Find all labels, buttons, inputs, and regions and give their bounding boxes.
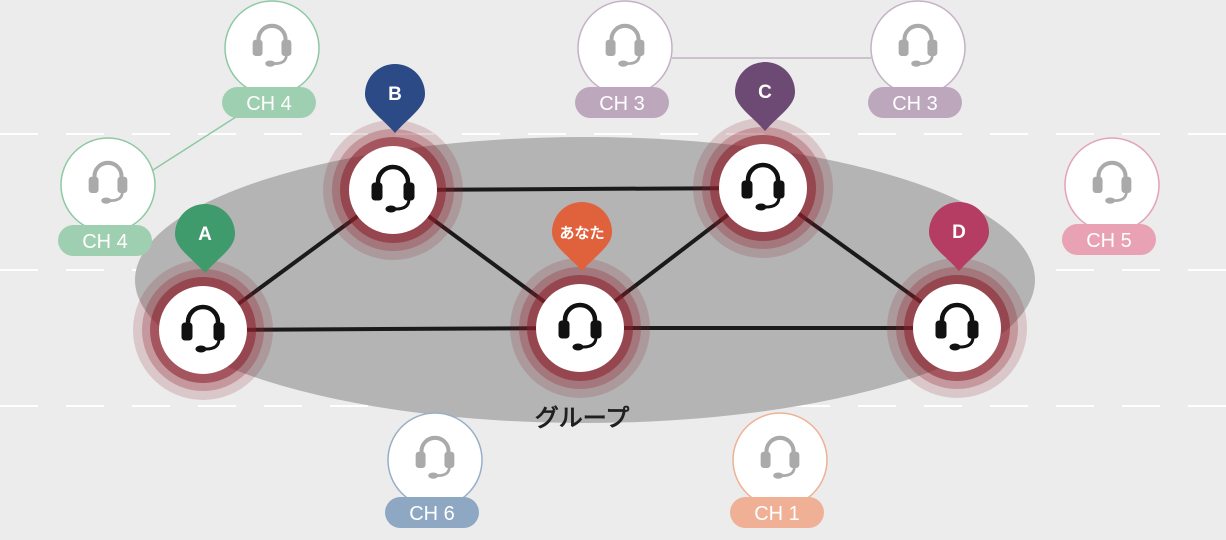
member-C: C [693,62,833,258]
channel-badge [730,497,824,528]
channel-label: CH 3 [892,93,938,115]
rider-circle [732,412,828,508]
member-pin [735,62,795,131]
rider-circle [870,0,966,96]
member-circle [159,286,247,374]
member-pin [365,64,425,133]
member-circle [913,284,1001,372]
channel-badge [58,225,152,256]
rider-circle [224,0,320,96]
rider-ch6: CH 6 [385,412,483,528]
member-pin-label: A [198,224,212,245]
channel-label: CH 4 [82,231,128,253]
rider-ch4-top: CH 4 [222,0,320,118]
rider-circle [60,137,156,233]
channel-badge [575,87,669,118]
member-pin-label: C [758,82,772,103]
member-circle [536,284,624,372]
member-pin [175,204,235,273]
channel-label: CH 6 [409,503,455,525]
member-pin [552,202,612,271]
channel-badge [222,87,316,118]
outside-riders: CH 4 CH 4 CH 3 CH 3 CH 5 CH 6 CH 1 [58,0,1160,528]
rider-ch3-left: CH 3 [575,0,673,118]
rider-ch4-left: CH 4 [58,137,156,256]
channel-label: CH 1 [754,503,800,525]
rider-ch1: CH 1 [730,412,828,528]
rider-circle [1064,137,1160,233]
channel-badge [868,87,962,118]
member-you: あなた [510,202,650,398]
channel-label: CH 3 [599,93,645,115]
rider-ch5: CH 5 [1062,137,1160,255]
member-pin-label: B [388,84,402,105]
member-circle [349,146,437,234]
member-B: B [323,64,463,260]
rider-circle [387,412,483,508]
rider-circle [577,0,673,96]
group-link [202,326,581,332]
member-A: A [133,204,273,400]
group-label: グループ [535,405,631,432]
group-members: A B あなた C D [133,62,1027,400]
outside-links [152,57,871,171]
member-D: D [887,201,1027,398]
channel-label: CH 5 [1086,230,1132,252]
channel-badge [1062,224,1156,255]
channel-label: CH 4 [246,93,292,115]
member-circle [719,144,807,232]
member-pin-label: D [952,222,966,243]
member-pin-label: あなた [559,225,604,242]
channel-badge [385,497,479,528]
group-link [392,186,764,192]
channel-link [152,114,240,171]
rider-ch3-right: CH 3 [868,0,966,118]
member-pin [928,201,989,271]
